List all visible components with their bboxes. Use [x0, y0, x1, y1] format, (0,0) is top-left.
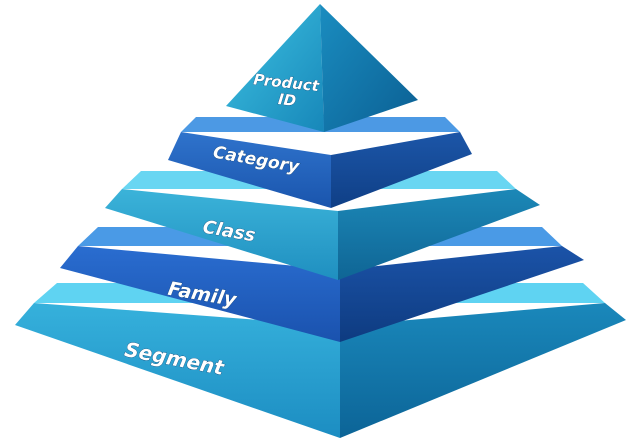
- tier-class-side-face: [338, 189, 540, 280]
- tier-product-id-right-face: [320, 4, 418, 132]
- tier-segment-front-face: [15, 303, 340, 438]
- tier-product-id-label-line-2: ID: [277, 90, 297, 110]
- tier-segment-side-face: [340, 303, 626, 438]
- tier-family-side-face: [340, 246, 584, 342]
- tier-family-front-face: [60, 246, 340, 342]
- tier-category-side-face: [331, 132, 472, 208]
- tier-product-id-left-face: [226, 4, 324, 132]
- tier-class: [105, 171, 540, 280]
- tier-product-id: [226, 4, 418, 132]
- tier-category-front-face: [168, 132, 331, 208]
- tier-class-front-face: [105, 189, 338, 280]
